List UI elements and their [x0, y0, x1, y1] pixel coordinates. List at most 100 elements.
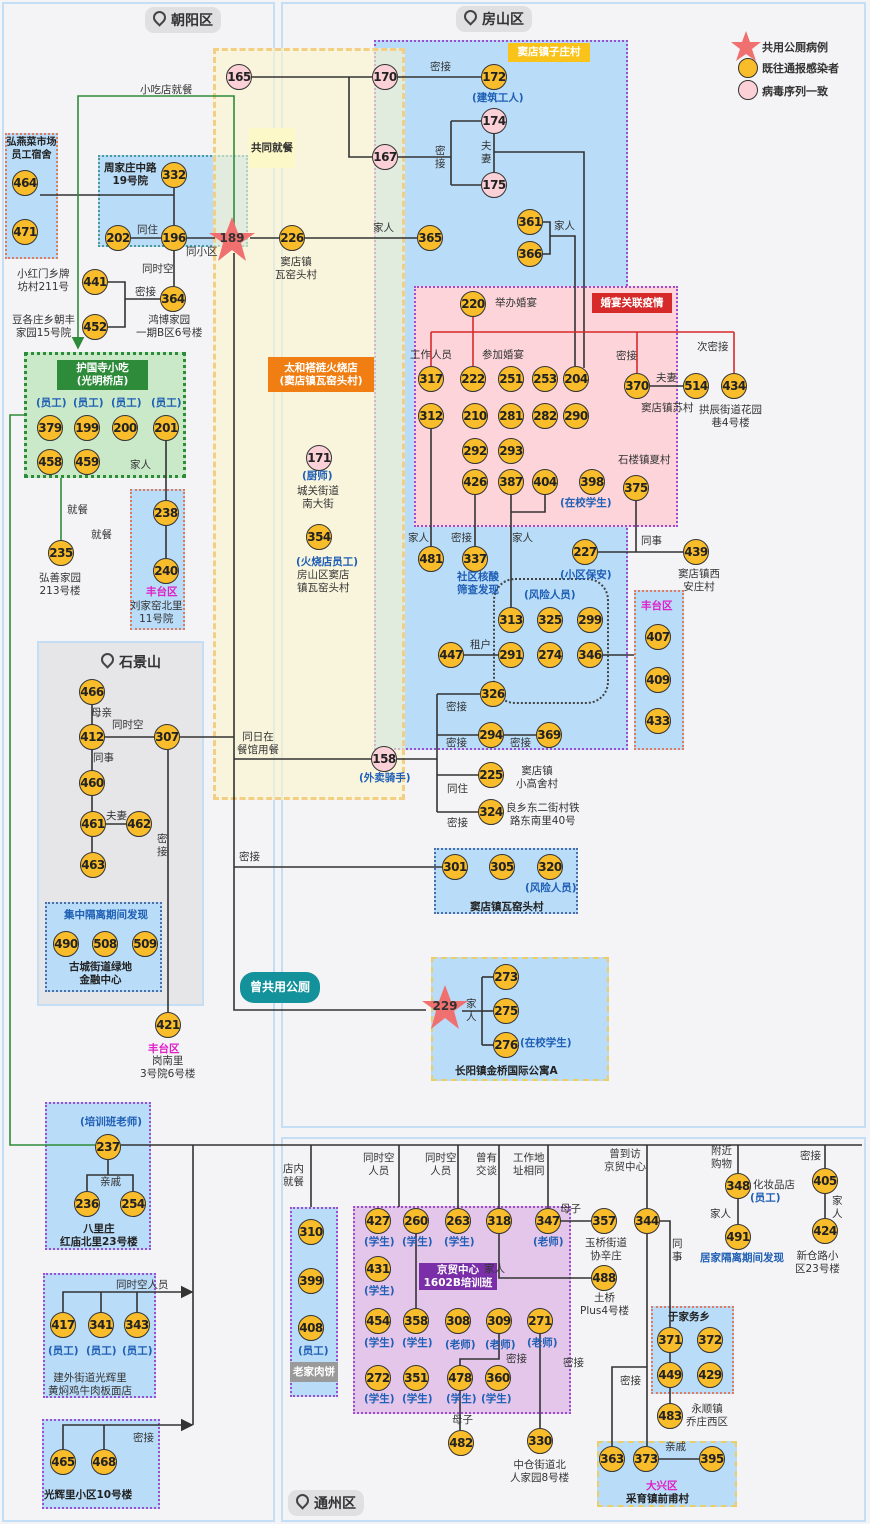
relation-label: 参加婚宴 — [482, 349, 524, 361]
case-node-reported: 514 — [683, 373, 709, 399]
role-label: (学生) — [446, 1393, 477, 1405]
relation-label: 密接 — [133, 1432, 154, 1444]
case-node-reported: 308 — [445, 1308, 471, 1334]
relation-label: 夫 妻 — [481, 140, 492, 165]
case-node-reported: 372 — [697, 1327, 723, 1353]
relation-label: 密接 — [430, 61, 451, 73]
location-label: 古城街道绿地 金融中心 — [69, 961, 132, 986]
role-label: (老师) — [445, 1339, 476, 1351]
case-node-reported: 409 — [645, 667, 671, 693]
case-node-reported: 395 — [699, 1446, 725, 1472]
relation-label: 同时空人员 — [116, 1279, 169, 1291]
case-node-reported: 405 — [812, 1168, 838, 1194]
case-node-reported: 452 — [82, 314, 108, 340]
case-node-reported: 429 — [697, 1362, 723, 1388]
case-node-reported: 254 — [120, 1191, 146, 1217]
relation-label: 同日在 餐馆用餐 — [237, 731, 279, 756]
relation-label: 就餐 — [91, 529, 112, 541]
location-pin-icon — [98, 650, 117, 669]
relation-label: 家人 — [373, 222, 394, 234]
relation-label: 窦店镇 小高舍村 — [516, 765, 558, 790]
role-label: (员工) — [36, 397, 67, 409]
relation-label: 家人 — [130, 459, 151, 471]
case-node-reported: 320 — [537, 854, 563, 880]
case-node-reported: 365 — [417, 225, 443, 251]
location-label: 采育镇前甫村 — [626, 1493, 689, 1505]
case-node-reported: 226 — [279, 225, 305, 251]
role-label: (在校学生) — [520, 1037, 572, 1049]
tag-huguosi: 护国寺小吃 (光明桥店) — [57, 360, 148, 390]
connector-line — [511, 495, 546, 513]
connector-line — [233, 253, 426, 1011]
relation-label: 窦店镇西 安庄村 — [678, 568, 720, 593]
case-node-reported: 491 — [725, 1224, 751, 1250]
role-label: (建筑工人) — [472, 92, 524, 104]
relation-label: 密接 — [446, 701, 467, 713]
location-label: 窦店镇瓦窑头村 — [470, 901, 544, 913]
role-label: (火烧店员工) — [296, 556, 359, 568]
legend-star-icon — [731, 31, 761, 61]
relation-label: 中仓街道北 人家园8号楼 — [510, 1459, 570, 1484]
relation-label: 土桥 Plus4号楼 — [580, 1292, 630, 1317]
relation-label: 家人 — [554, 220, 575, 232]
case-node-reported: 220 — [460, 291, 486, 317]
relation-label: 夫妻 — [106, 810, 127, 822]
case-node-reported: 227 — [572, 539, 598, 565]
case-node-reported: 421 — [155, 1012, 181, 1038]
case-node-reported: 433 — [645, 708, 671, 734]
case-node-reported: 202 — [105, 225, 131, 251]
district-label: 朝阳区 — [171, 13, 213, 29]
relation-label: 密接 — [135, 286, 156, 298]
case-node-reported: 462 — [126, 811, 152, 837]
district-fangshan: 房山区 — [456, 6, 532, 32]
case-node-sequence-match: 165 — [226, 64, 252, 90]
relation-label: 密 接 — [435, 145, 446, 170]
relation-label: 拱辰街道花园 巷4号楼 — [699, 404, 762, 429]
tag-wedding: 婚宴关联疫情 — [592, 293, 672, 313]
relation-label: 母亲 — [91, 707, 112, 719]
relation-label: 刘家窑北里 11号院 — [130, 600, 183, 625]
case-node-reported: 369 — [536, 722, 562, 748]
relation-label: 同 事 — [672, 1238, 683, 1263]
case-node-reported: 294 — [478, 722, 504, 748]
case-node-reported: 238 — [153, 500, 179, 526]
case-node-reported: 361 — [517, 209, 543, 235]
role-label: (厨师) — [302, 470, 333, 482]
case-node-reported: 427 — [365, 1208, 391, 1234]
role-label: (学生) — [444, 1236, 475, 1248]
legend-yellow-label: 既往通报感染者 — [762, 62, 839, 75]
connector-line — [86, 1160, 109, 1191]
case-node-reported: 275 — [493, 998, 519, 1024]
case-node-reported: 360 — [485, 1365, 511, 1391]
relation-label: 密接 — [451, 532, 472, 544]
case-node-reported: 312 — [418, 403, 444, 429]
role-label: (员工) — [298, 1345, 329, 1357]
case-node-reported: 343 — [124, 1312, 150, 1338]
case-node-reported: 375 — [623, 475, 649, 501]
case-node-sequence-match: 175 — [481, 172, 507, 198]
relation-label: 次密接 — [697, 341, 729, 353]
case-node-reported: 466 — [79, 679, 105, 705]
jinqiao-area — [431, 957, 609, 1081]
case-node-reported: 370 — [624, 373, 650, 399]
case-node-reported: 460 — [79, 770, 105, 796]
legend-pink-label: 病毒序列一致 — [762, 85, 828, 98]
case-node-reported: 366 — [517, 241, 543, 267]
relation-label: 窦店镇苏村 — [641, 402, 694, 414]
case-node-reported: 318 — [486, 1208, 512, 1234]
case-node-sequence-match: 170 — [372, 64, 398, 90]
case-node-reported: 293 — [498, 438, 524, 464]
connector-line — [498, 1234, 591, 1279]
case-node-reported: 424 — [812, 1218, 838, 1244]
case-node-reported: 341 — [88, 1312, 114, 1338]
relation-label: 家人 — [512, 532, 533, 544]
role-label: (员工) — [750, 1192, 781, 1204]
relation-label: 附近 购物 — [711, 1145, 732, 1170]
connector-line — [62, 1424, 140, 1449]
relation-label: 建外街道光辉里 黄焖鸡牛肉板面店 — [48, 1372, 132, 1397]
tag-jingmao: 京贸中心 1602B培训班 — [419, 1263, 497, 1290]
case-node-reported: 337 — [462, 546, 488, 572]
case-node-reported: 508 — [92, 931, 118, 957]
relation-label: 曾到访 京贸中心 — [604, 1148, 646, 1173]
